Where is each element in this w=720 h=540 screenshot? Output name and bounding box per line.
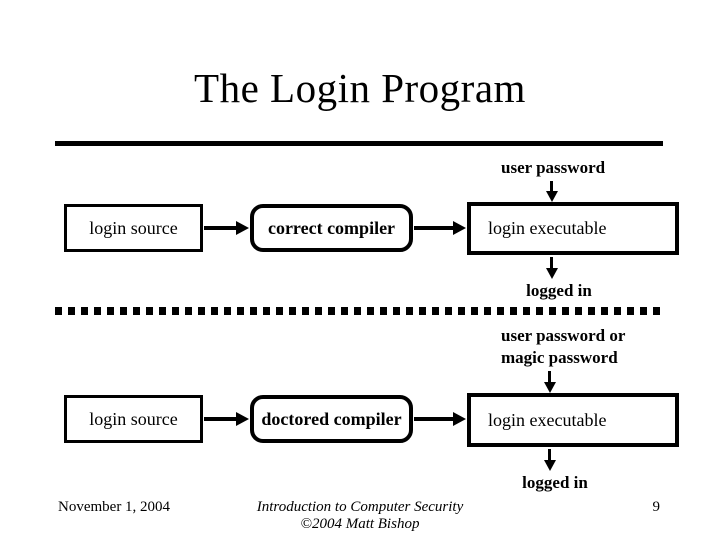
label-magic-password-line2: magic password [501,348,618,367]
down-arrow-head [543,382,556,393]
box-login-executable-bottom-label: login executable [488,409,607,430]
label-logged-in-top: logged in [526,281,592,300]
box-login-executable-bottom: login executable [467,393,679,447]
down-arrow-shaft [550,181,553,191]
label-magic-password: user password or magic password [501,325,625,369]
down-arrow-icon [545,181,558,202]
down-arrow-head [545,191,558,202]
right-arrow-icon [414,412,466,426]
box-login-executable-top-label: login executable [488,218,607,238]
title-underline [55,141,663,146]
footer-page-number: 9 [652,499,661,515]
down-arrow-head [543,460,556,471]
down-arrow-icon [543,449,556,471]
down-arrow-icon [545,257,558,279]
box-doctored-compiler-label: doctored compiler [261,408,402,429]
label-logged-in-bottom: logged in [522,473,588,492]
box-login-source-bottom: login source [64,395,203,443]
down-arrow-shaft [548,371,551,382]
box-login-source-top: login source [64,204,203,252]
footer-center: Introduction to Computer Security ©2004 … [0,499,720,533]
down-arrow-head [545,268,558,279]
box-login-source-bottom-label: login source [89,408,178,429]
right-arrow-shaft [414,417,453,421]
right-arrow-shaft [204,417,236,421]
right-arrow-head [453,412,466,426]
footer-copyright: ©2004 Matt Bishop [300,516,420,532]
down-arrow-shaft [550,257,553,268]
right-arrow-icon [204,221,249,235]
down-arrow-icon [543,371,556,393]
label-magic-password-line1: user password or [501,326,626,345]
box-correct-compiler-label: correct compiler [267,217,396,238]
right-arrow-head [453,221,466,235]
box-correct-compiler: correct compiler [250,204,413,252]
down-arrow-shaft [548,449,551,460]
box-doctored-compiler: doctored compiler [250,395,413,443]
right-arrow-head [236,221,249,235]
dotted-separator [55,307,666,315]
footer-course-title: Introduction to Computer Security [256,499,464,515]
label-user-password: user password [501,158,606,177]
slide-title: The Login Program [194,65,526,111]
right-arrow-icon [414,221,466,235]
footer-date: November 1, 2004 [58,499,171,515]
right-arrow-shaft [204,226,236,230]
right-arrow-shaft [414,226,453,230]
box-login-executable-top: login executable [467,202,679,255]
right-arrow-head [236,412,249,426]
box-login-source-top-label: login source [89,217,178,238]
right-arrow-icon [204,412,249,426]
